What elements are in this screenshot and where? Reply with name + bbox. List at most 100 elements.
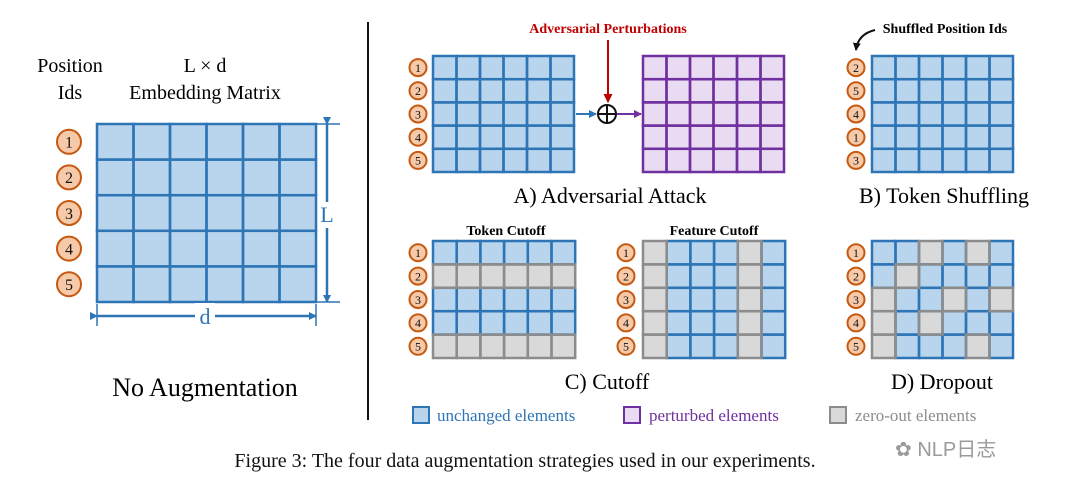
left-matrix-cell: [170, 124, 207, 160]
token-cutoff-cell: [480, 264, 505, 288]
panel-c-token-position-id-badge: [408, 266, 428, 286]
token-cutoff-label: Token Cutoff: [466, 224, 546, 239]
dropout-cell: [895, 241, 919, 265]
panel-d-position-id-badge-label: 1: [853, 246, 859, 260]
panel-c-token-position-id-badge: [408, 290, 428, 309]
panel-c-feature-position-id-badge: [616, 313, 636, 333]
token-cutoff-cell: [551, 311, 576, 335]
feature-cutoff-cell: [666, 264, 691, 288]
panel-a-original-cell: [503, 102, 527, 126]
feature-cutoff-cell: [761, 311, 786, 335]
feature-cutoff-cell-border: [736, 333, 763, 360]
dropout-cell: [966, 241, 990, 265]
panel-c-token-position-id-badge-label: 1: [415, 246, 421, 260]
panel-b-cell: [895, 79, 919, 103]
panel-a-original-cell: [503, 125, 527, 149]
legend-perturbed-swatch: [623, 406, 641, 424]
left-matrix-cell: [279, 124, 316, 160]
dropout-cell-border: [964, 333, 991, 360]
left-position-id-badge-label: 4: [65, 241, 73, 258]
feature-cutoff-cell: [690, 311, 715, 335]
panel-b-cell: [989, 56, 1013, 80]
feature-cutoff-cell: [643, 311, 667, 335]
panel-a-position-id-badge-label: 1: [415, 61, 421, 75]
watermark: ✿ NLP日志: [895, 433, 996, 462]
panel-a-original-cell: [480, 125, 504, 149]
token-cutoff-cell: [527, 334, 552, 358]
feature-cutoff-cell: [643, 264, 667, 288]
panel-d-position-id-badge: [846, 290, 866, 309]
panel-a-perturbed-cell: [713, 56, 737, 80]
panel-a-original-cell: [433, 102, 457, 126]
panel-d-position-id-badge: [846, 243, 866, 263]
dropout-cell: [895, 287, 919, 312]
panel-d-position-id-badge-label: 4: [853, 316, 859, 330]
token-cutoff-cell: [433, 287, 457, 312]
left-matrix-cell-border: [278, 265, 318, 304]
panel-a-perturbed-cell: [643, 102, 667, 126]
panel-a-original-cell: [480, 148, 504, 172]
feature-cutoff-cell-border: [641, 333, 668, 360]
feature-cutoff-cell: [737, 264, 762, 288]
dim-L-label: L: [320, 202, 333, 227]
token-cutoff-cell: [433, 311, 457, 335]
panel-b-title: B) Token Shuffling: [859, 183, 1029, 208]
token-cutoff-cell-border: [550, 333, 577, 360]
panel-a-original-cell: [527, 148, 551, 172]
dropout-cell: [966, 264, 990, 288]
dropout-cell: [872, 311, 896, 335]
panel-d-position-id-badge-label: 5: [853, 340, 859, 354]
panel-a-position-id-badge: [408, 81, 428, 101]
panel-c-token-position-id-badge-label: 2: [415, 269, 421, 283]
panel-a-position-id-badge-label: 5: [415, 154, 421, 168]
left-matrix-cell: [279, 159, 316, 196]
panel-a-perturbed-cell: [713, 148, 737, 172]
dropout-cell: [872, 241, 896, 265]
feature-cutoff-cell: [714, 264, 738, 288]
panel-b-cell-border: [988, 147, 1015, 174]
watermark-text: NLP日志: [917, 439, 997, 461]
dropout-cell: [966, 287, 990, 312]
dropout-cell: [989, 311, 1013, 335]
panel-a-original-cell: [433, 148, 457, 172]
panel-a-perturbed-cell: [643, 79, 667, 103]
token-cutoff-cell: [551, 264, 576, 288]
panel-a-position-id-badge: [408, 58, 428, 78]
panel-a-original-cell: [480, 79, 504, 103]
dropout-cell: [919, 241, 943, 265]
feature-cutoff-cell: [690, 287, 715, 312]
feature-cutoff-cell: [666, 287, 691, 312]
left-matrix-cell: [206, 195, 243, 231]
left-matrix-cell: [133, 159, 170, 196]
panel-d-title: D) Dropout: [891, 369, 993, 394]
panel-c-feature-position-id-badge-label: 4: [623, 316, 629, 330]
panel-d-position-id-badge-label: 3: [853, 293, 859, 307]
panel-b-cell: [872, 148, 896, 172]
panel-a-perturbed-cell: [760, 102, 784, 126]
dropout-cell: [895, 311, 919, 335]
dropout-cell: [942, 241, 966, 265]
panel-a-perturbed-cell: [737, 148, 761, 172]
dropout-cell-border: [917, 239, 944, 266]
left-matrix-cell: [133, 195, 170, 231]
panel-b-cell: [966, 125, 990, 149]
panel-a-perturbed-cell: [690, 56, 714, 80]
dropout-cell: [919, 311, 943, 335]
token-cutoff-cell-border: [550, 263, 577, 290]
token-cutoff-cell: [504, 264, 528, 288]
panel-b-position-id-badge: [846, 104, 866, 124]
left-matrix-cell: [206, 159, 243, 196]
dim-d-label: d: [200, 304, 211, 329]
panel-c-token-position-id-badge: [408, 336, 428, 356]
token-cutoff-cell: [527, 311, 552, 335]
panel-a-original-cell: [527, 102, 551, 126]
dropout-cell: [919, 264, 943, 288]
left-matrix-cell: [206, 124, 243, 160]
